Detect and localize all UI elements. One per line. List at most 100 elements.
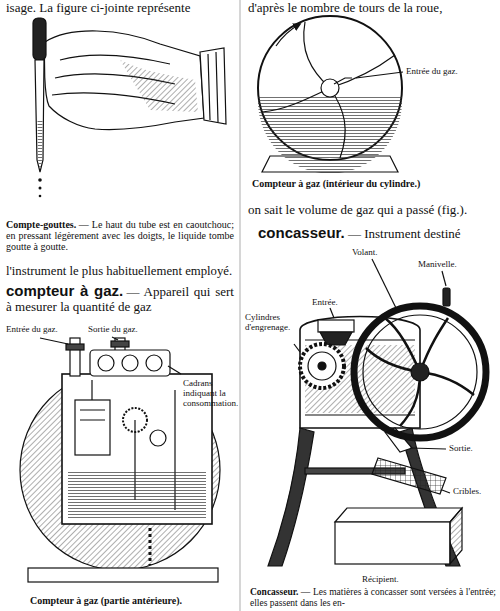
crusher-stroke bbox=[330, 308, 334, 318]
crusher-stroke bbox=[294, 344, 300, 352]
dictionary-entry: compteur à gaz.— Appareil qui sert à mes… bbox=[6, 283, 234, 314]
gas-meter-front-stroke bbox=[28, 568, 218, 582]
part-label: Entrée du gaz. bbox=[6, 324, 78, 334]
gas-meter-cylinder-stroke bbox=[356, 72, 403, 78]
gas-meter-front-stroke bbox=[68, 470, 206, 520]
crusher bbox=[268, 259, 486, 566]
crusher-stroke bbox=[410, 448, 446, 449]
gas-meter-cylinder-stroke bbox=[258, 95, 402, 174]
gas-meter-front-stroke bbox=[122, 355, 138, 371]
gas-meter-front-stroke bbox=[80, 410, 105, 420]
headword: compteur à gaz. bbox=[6, 282, 123, 299]
gas-meter-front-stroke bbox=[75, 400, 110, 455]
caption-title: Compte-gouttes. bbox=[6, 219, 76, 230]
part-label: Cadrans indiquant la consommation. bbox=[183, 378, 238, 408]
part-label: Cadrans indiquant la consommation. bbox=[183, 378, 238, 408]
gas-meter-cylinder-stroke bbox=[304, 22, 330, 88]
crusher-stroke bbox=[366, 318, 474, 426]
crusher-stroke bbox=[318, 320, 354, 332]
running-text: l'instrument le plus habituellement empl… bbox=[6, 264, 234, 278]
crusher-stroke bbox=[318, 362, 326, 370]
figure-caption: Compteur à gaz (intérieur du cylindre.) bbox=[252, 178, 496, 189]
caption-title: Compteur à gaz (partie antérieure). bbox=[30, 595, 182, 606]
gas-meter-cylinder bbox=[258, 16, 403, 174]
gas-meter-front-stroke bbox=[40, 338, 68, 344]
crusher-stroke bbox=[300, 317, 420, 429]
gas-meter-front-stroke bbox=[111, 341, 129, 347]
dropper-figure-stroke bbox=[33, 18, 46, 60]
part-label: Manivelle. bbox=[418, 259, 478, 269]
part-label: Entrée. bbox=[312, 297, 338, 307]
part-label: Volant. bbox=[352, 247, 392, 257]
gas-meter-cylinder-stroke bbox=[334, 78, 352, 84]
body-text: on sait le volume de gaz qui a passé (fi… bbox=[248, 202, 467, 217]
gas-meter-front-stroke bbox=[90, 350, 170, 376]
crusher-stroke bbox=[372, 259, 396, 308]
running-text: on sait le volume de gaz qui a passé (fi… bbox=[248, 203, 496, 218]
dropper-figure-stroke bbox=[44, 31, 204, 130]
part-label: Sortie du gaz. bbox=[88, 324, 138, 334]
part-label: Sortie. bbox=[449, 443, 493, 453]
gas-meter-front-stroke bbox=[98, 355, 114, 371]
crusher-stroke bbox=[363, 315, 477, 429]
crusher-stroke bbox=[411, 363, 429, 381]
dictionary-entry: concasseur.— Instrument destiné bbox=[258, 225, 496, 242]
gas-meter-front-stroke bbox=[146, 355, 162, 371]
part-label: Récipient. bbox=[362, 574, 422, 584]
headword: concasseur. bbox=[258, 224, 345, 241]
crusher-stroke bbox=[442, 271, 446, 286]
part-label: Sortie du gaz. bbox=[88, 324, 160, 334]
crusher-stroke bbox=[450, 508, 462, 564]
dropper-figure-stroke bbox=[208, 52, 218, 122]
part-label: Cylindres d'engrenage. bbox=[245, 312, 295, 332]
gas-meter-cylinder-stroke bbox=[330, 88, 345, 158]
body-text: — Instrument destiné bbox=[348, 226, 461, 241]
part-label: Récipient. bbox=[362, 574, 399, 584]
caption-title: Compteur à gaz (intérieur du cylindre.) bbox=[252, 178, 420, 189]
part-label: Entrée du gaz. bbox=[406, 66, 458, 76]
column-rule bbox=[240, 0, 241, 611]
part-label: Manivelle. bbox=[418, 259, 457, 269]
gas-meter-front-stroke bbox=[168, 366, 181, 374]
running-text: d'après le nombre de tours de la roue, bbox=[248, 1, 496, 16]
gas-meter-cylinder-stroke bbox=[276, 24, 300, 46]
figure-caption: Compte-gouttes.— Le haut du tube est en … bbox=[6, 219, 234, 253]
dropper-figure-stroke bbox=[200, 48, 226, 124]
gas-meter-front-stroke bbox=[149, 528, 152, 565]
running-text: isage. La figure ci-jointe représente bbox=[6, 1, 234, 16]
dropper-figure-stroke bbox=[38, 120, 43, 170]
part-label: Cribles. bbox=[453, 486, 481, 496]
crusher-stroke bbox=[443, 288, 450, 306]
part-label: Entrée. bbox=[312, 297, 352, 307]
crusher-stroke bbox=[372, 458, 446, 494]
gas-meter-cylinder-stroke bbox=[330, 55, 395, 88]
part-label: Volant. bbox=[352, 247, 378, 257]
caption-title: Concasseur. bbox=[250, 587, 298, 597]
crusher-stroke bbox=[308, 352, 336, 380]
gas-meter-front-stroke bbox=[112, 337, 118, 340]
body-text: d'après le nombre de tours de la roue, bbox=[248, 0, 442, 15]
crusher-stroke bbox=[300, 344, 344, 388]
gas-meter-cylinder-stroke bbox=[262, 88, 330, 112]
body-text: isage. La figure ci-jointe représente bbox=[6, 0, 190, 15]
crusher-stroke bbox=[335, 522, 450, 564]
dropper-figure-stroke bbox=[39, 195, 42, 198]
crusher-stroke bbox=[354, 306, 486, 438]
figure-caption: Concasseur.— Les matières à concasser so… bbox=[250, 587, 496, 608]
dropper-figure-stroke bbox=[120, 60, 198, 112]
gas-meter-front-stroke bbox=[150, 430, 166, 446]
gas-meter-front-stroke bbox=[91, 380, 92, 400]
dropper-figure-stroke bbox=[60, 55, 170, 64]
crusher-stroke bbox=[442, 490, 450, 493]
crusher-stroke bbox=[268, 428, 314, 566]
dropper-figure-stroke bbox=[38, 178, 42, 182]
crusher-stroke bbox=[335, 508, 462, 522]
gas-meter-front bbox=[20, 337, 220, 582]
part-label: Cylindres d'engrenage. bbox=[245, 312, 290, 332]
dropper-figure-stroke bbox=[35, 60, 44, 172]
part-label: Entrée du gaz. bbox=[406, 66, 494, 76]
gas-meter-front-stroke bbox=[66, 344, 84, 350]
dropper-figure-stroke bbox=[39, 187, 42, 190]
part-label: Entrée du gaz. bbox=[6, 324, 58, 334]
